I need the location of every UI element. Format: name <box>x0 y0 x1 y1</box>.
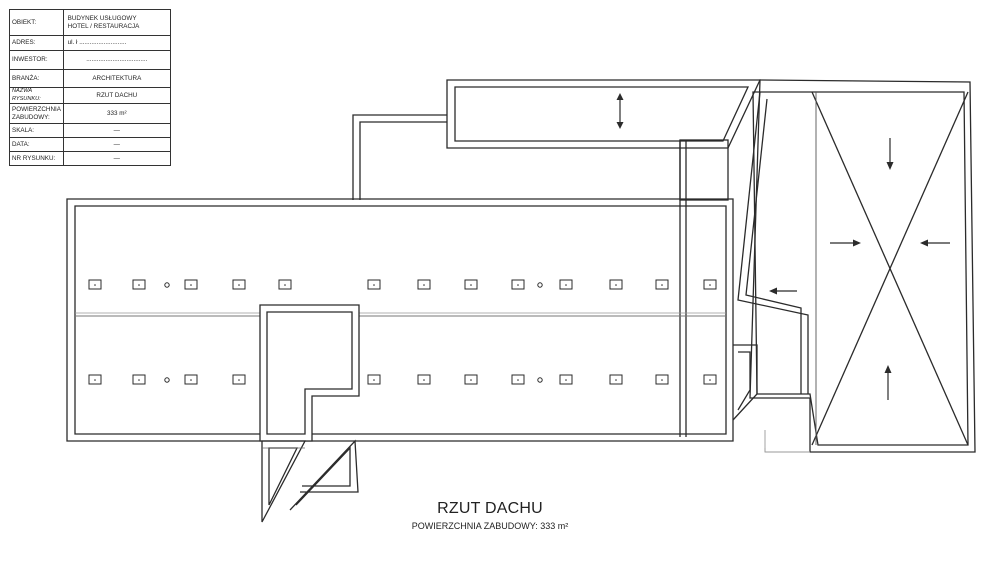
title-block-key: OBIEKT: <box>9 9 64 36</box>
inner-lightwell <box>259 304 360 442</box>
title-block-row: OBIEKT: BUDYNEK USŁUGOWY HOTEL / RESTAUR… <box>9 9 172 36</box>
title-block-value: BUDYNEK USŁUGOWY HOTEL / RESTAURACJA <box>62 9 172 36</box>
title-block-key: INWESTOR: <box>9 50 64 70</box>
east-strip-roof <box>679 139 729 437</box>
arrow-up-icon <box>884 365 892 400</box>
double-arrow-icon <box>616 93 624 129</box>
title-block-value: 333 m² <box>62 103 172 124</box>
title-block-key: NAZWA RYSUNKU: <box>9 87 64 104</box>
title-block-key: DATA: <box>9 137 64 152</box>
title-block-value: RZUT DACHU <box>62 87 172 104</box>
vent-dots <box>94 284 711 381</box>
title-block-key: SKALA: <box>9 123 64 138</box>
title-block-row: DATA: — <box>9 137 172 152</box>
title-block-value: ul. ł ........................... <box>62 35 172 51</box>
title-block-row: ADRES: ul. ł ........................... <box>9 35 172 51</box>
title-block-key: ADRES: <box>9 35 64 51</box>
vents-row-upper <box>88 279 717 290</box>
title-block-value: — <box>62 123 172 138</box>
title-block-row: SKALA: — <box>9 123 172 138</box>
slope-arrows <box>616 93 950 400</box>
title-block-row: BRANŻA: ARCHITEKTURA <box>9 69 172 88</box>
title-block: OBIEKT: BUDYNEK USŁUGOWY HOTEL / RESTAUR… <box>9 9 172 166</box>
title-block-value: ................................... <box>62 50 172 70</box>
north-wing-roof <box>446 79 762 149</box>
drawing-title: RZUT DACHU <box>437 500 543 517</box>
main-roof-slab <box>66 198 734 442</box>
arrow-left-icon <box>769 287 797 295</box>
title-block-row: INWESTOR: ..............................… <box>9 50 172 70</box>
arrow-left-icon <box>920 239 950 247</box>
title-block-value: ARCHITEKTURA <box>62 69 172 88</box>
upper-step-wall <box>352 114 447 200</box>
roof-vents <box>88 279 717 385</box>
title-block-value: — <box>62 151 172 166</box>
arrow-down-icon <box>886 138 894 170</box>
title-block-key: POWIERZCHNIA ZABUDOWY: <box>9 103 64 124</box>
title-block-value: — <box>62 137 172 152</box>
vents-row-lower <box>88 374 717 385</box>
title-block-row: POWIERZCHNIA ZABUDOWY: 333 m² <box>9 103 172 124</box>
title-block-row: NAZWA RYSUNKU: RZUT DACHU <box>9 87 172 104</box>
drawing-subtitle: POWIERZCHNIA ZABUDOWY: 333 m² <box>411 521 569 531</box>
title-block-key: NR RYSUNKU: <box>9 151 64 166</box>
arrow-right-icon <box>830 239 861 247</box>
title-block-row: NR RYSUNKU: — <box>9 151 172 166</box>
south-ramp-roof <box>261 439 359 523</box>
east-hip-roof <box>732 79 976 453</box>
title-block-key: BRANŻA: <box>9 69 64 88</box>
object-name-line: BUDYNEK USŁUGOWY HOTEL / RESTAURACJA <box>67 15 140 30</box>
